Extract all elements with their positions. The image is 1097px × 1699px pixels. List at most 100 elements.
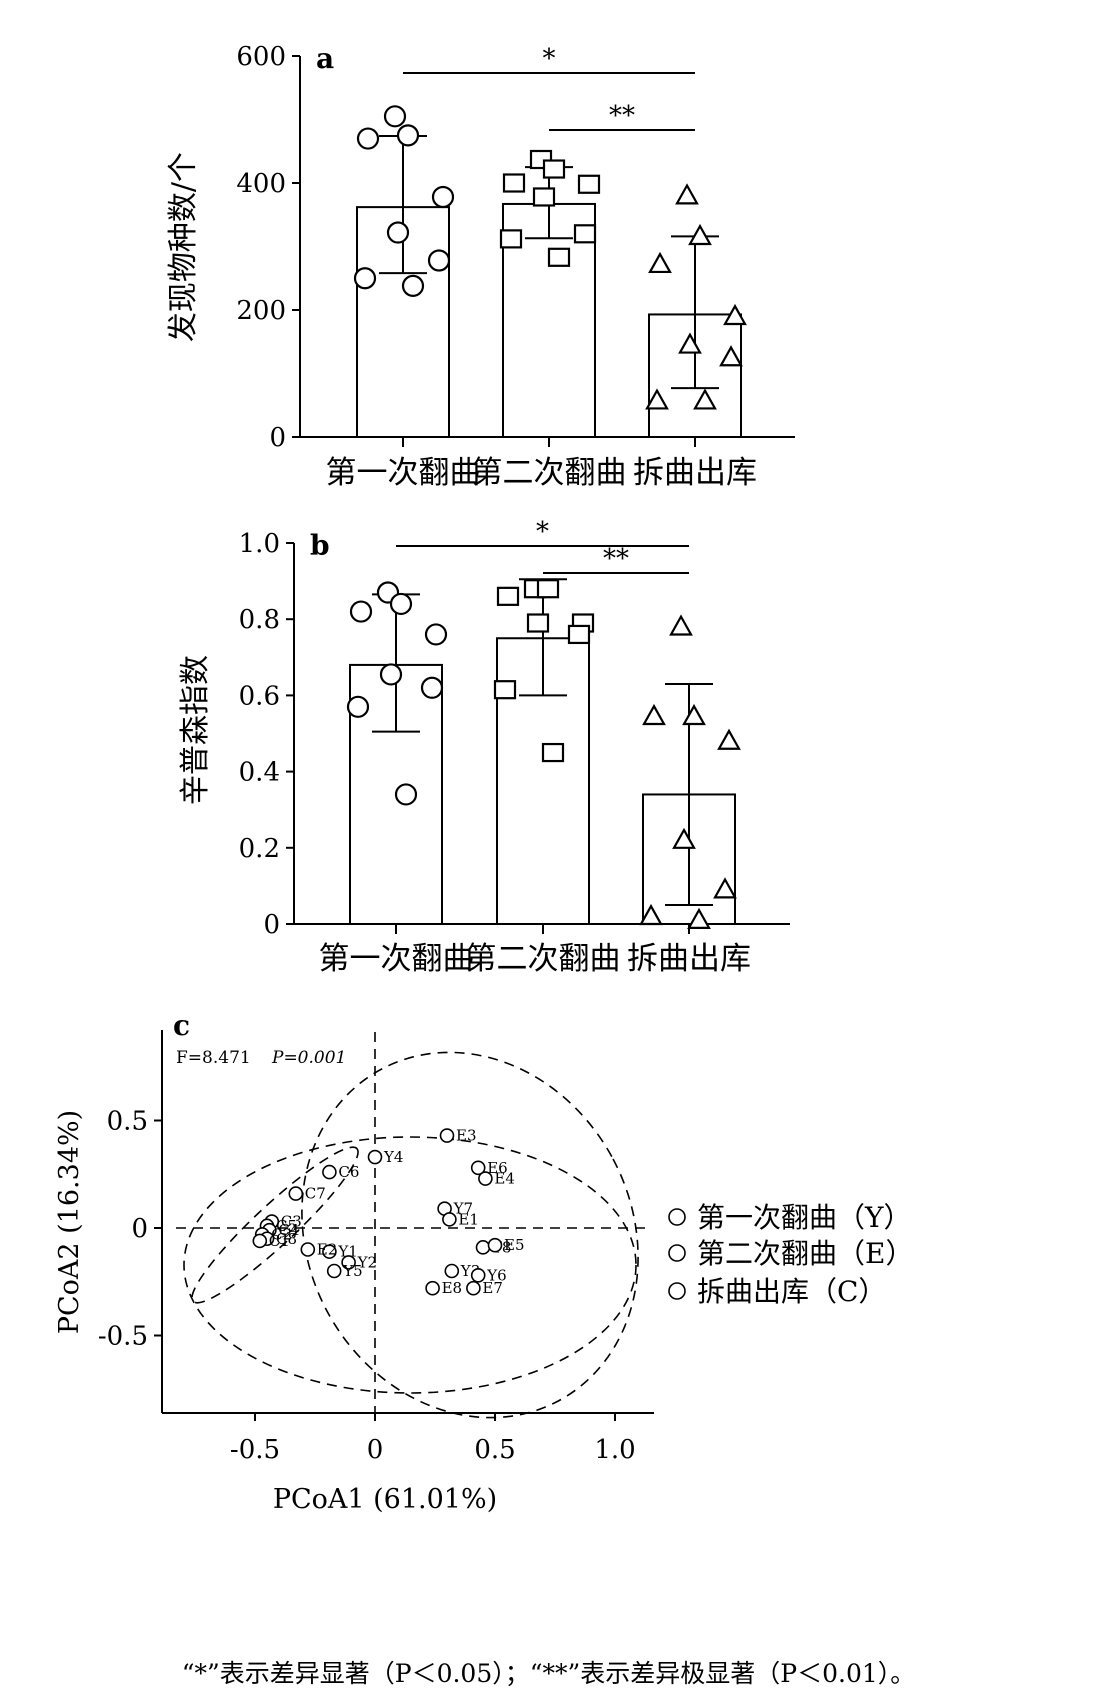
point-label: Y5 (342, 1262, 362, 1280)
data-point (439, 1128, 455, 1143)
data-point (367, 1149, 383, 1165)
significance-label: ** (603, 544, 629, 574)
x-tick-label: 0 (367, 1435, 384, 1465)
y-tick-label: -0.5 (98, 1322, 148, 1352)
point-label: C8 (276, 1230, 297, 1248)
point-label: E1 (458, 1210, 479, 1228)
y-tick-label: 600 (236, 42, 286, 72)
data-point (475, 1240, 491, 1255)
data-point (322, 1244, 337, 1259)
data-point (444, 1263, 460, 1279)
x-tick-label: 0.5 (474, 1435, 515, 1465)
legend-marker (668, 1208, 686, 1226)
data-point (672, 827, 696, 849)
legend-label: 拆曲出库（C） (697, 1275, 886, 1308)
data-point (341, 1255, 356, 1270)
data-point (547, 247, 571, 267)
point-label: C4 (278, 1221, 299, 1239)
point-label: E7 (482, 1279, 503, 1297)
y-tick-label: 0.2 (239, 834, 280, 864)
y-tick-label: 0.8 (239, 605, 280, 635)
y-tick-label: 0 (263, 910, 280, 940)
point-label: C1 (269, 1232, 290, 1250)
x-axis-label: PCoA1 (61.01%) (273, 1484, 497, 1515)
legend-marker (668, 1244, 686, 1262)
legend-label: 第一次翻曲（Y） (697, 1201, 912, 1234)
data-point (713, 877, 737, 899)
panel-label: b (310, 529, 330, 562)
y-tick-label: 400 (236, 169, 286, 199)
point-label: Y7 (453, 1200, 473, 1218)
category-label: 第二次翻曲 (466, 941, 621, 977)
data-point (541, 742, 565, 763)
data-point (326, 1263, 342, 1279)
legend-marker (668, 1282, 686, 1300)
data-point (353, 267, 377, 290)
point-label: E5 (504, 1236, 525, 1254)
point-label: C3 (281, 1213, 302, 1231)
data-point (532, 187, 556, 207)
category-label: 拆曲出库 (633, 455, 757, 491)
ellipse-group-y (183, 1136, 637, 1394)
data-point (678, 332, 702, 354)
point-label: Y2 (357, 1253, 377, 1271)
data-point (401, 274, 425, 297)
data-point (573, 224, 597, 244)
data-point (693, 388, 717, 410)
stat-p: P=0.001 (271, 1048, 346, 1068)
point-label: E2 (317, 1241, 338, 1259)
significance-label: ** (609, 101, 635, 131)
point-label: C7 (305, 1185, 326, 1203)
data-point (687, 907, 711, 929)
data-point (723, 303, 747, 326)
data-point (470, 1160, 486, 1176)
data-point (420, 676, 444, 699)
y-tick-label: 1.0 (239, 529, 280, 559)
data-point (470, 1268, 486, 1283)
data-point (526, 613, 550, 633)
figure-caption: “*”表示差异显著（P＜0.05）；“**”表示差异极显著（P＜0.01）。 (181, 1659, 916, 1688)
data-point (396, 124, 420, 147)
data-point (383, 105, 407, 128)
data-point (688, 223, 712, 246)
data-point (648, 251, 672, 274)
data-point (389, 592, 413, 616)
data-point (487, 1237, 503, 1253)
y-axis-label: PCoA2 (16.34%) (54, 1110, 85, 1334)
data-point (466, 1280, 481, 1296)
point-label: E8 (442, 1279, 463, 1297)
data-point (645, 388, 669, 410)
data-point (300, 1242, 316, 1257)
data-point (642, 703, 666, 726)
data-point (288, 1186, 304, 1201)
data-point (577, 174, 601, 194)
data-point (425, 1280, 440, 1296)
y-tick-label: 200 (236, 296, 286, 326)
point-label: Y6 (486, 1266, 506, 1284)
panel-label: c (173, 1009, 190, 1042)
significance-label: * (536, 517, 549, 547)
data-point (567, 624, 591, 645)
y-tick-label: 0 (269, 423, 286, 453)
data-point (675, 183, 699, 205)
data-point (669, 614, 693, 636)
category-label: 第一次翻曲 (319, 941, 474, 977)
data-point (499, 229, 523, 249)
category-label: 拆曲出库 (627, 941, 751, 977)
point-label: Y4 (383, 1148, 403, 1166)
point-label: E3 (456, 1127, 477, 1145)
data-point (252, 1233, 268, 1249)
legend-label: 第二次翻曲（E） (697, 1237, 913, 1270)
data-point (542, 159, 566, 179)
data-point (682, 703, 706, 726)
data-point (424, 623, 448, 646)
ellipse-group-c (191, 1146, 359, 1304)
y-tick-label: 0.5 (107, 1107, 148, 1137)
ellipse-group-e (301, 1051, 639, 1419)
data-point (536, 579, 560, 599)
data-point (346, 695, 370, 718)
